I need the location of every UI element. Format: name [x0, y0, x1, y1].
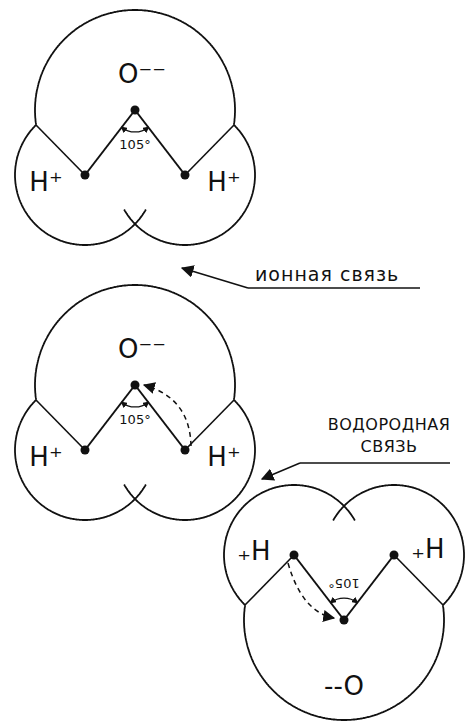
label-underline — [300, 462, 450, 464]
leader-arrow — [182, 268, 248, 288]
atom-symbol: ₊H — [237, 538, 270, 564]
division-lines — [36, 125, 443, 605]
leader-arrow — [262, 463, 300, 479]
atom-outline — [35, 285, 235, 485]
atom-sphere: H⁺ — [115, 380, 255, 520]
angle-arcs — [122, 127, 358, 602]
atom-sphere: ₊H — [324, 485, 464, 625]
atom-outline — [35, 10, 235, 210]
atom-symbol: O⁻⁻ — [118, 336, 166, 362]
atom-symbol: O⁻⁻ — [118, 61, 166, 87]
division-line — [36, 125, 85, 175]
atom-symbol: H⁺ — [207, 169, 240, 195]
atom-outline-path — [35, 10, 235, 125]
label-underline — [248, 287, 420, 289]
bond-label: ионная связь — [255, 262, 399, 288]
atom-sphere: O⁻⁻ — [35, 285, 235, 485]
atom-symbol: --O — [324, 673, 364, 699]
angle-label: 105° — [119, 411, 150, 429]
atom-sphere: H⁺ — [115, 105, 255, 245]
nucleus-dots — [81, 106, 399, 625]
atom-symbol: H⁺ — [29, 169, 62, 195]
atom-symbol: H⁺ — [207, 444, 240, 470]
atom-sphere: O⁻⁻ — [35, 10, 235, 210]
electron-shift-arrow — [144, 385, 191, 446]
division-line — [394, 555, 443, 605]
bond-label: ВОДОРОДНАЯ СВЯЗЬ — [322, 414, 456, 457]
electron-shift-arrow — [288, 563, 334, 618]
angle-arc — [331, 598, 358, 603]
angle-arc — [122, 127, 149, 132]
angle-label: 105° — [119, 136, 150, 154]
atom-outline-path — [35, 285, 235, 400]
division-line — [185, 125, 234, 175]
angle-arc — [122, 402, 149, 407]
atom-symbol: H⁺ — [29, 444, 62, 470]
atom-sphere: --O — [244, 520, 444, 720]
division-line — [36, 400, 85, 450]
atom-symbol: ₊H — [411, 536, 444, 562]
atom-outline-path — [244, 605, 444, 720]
division-line — [185, 400, 234, 450]
angle-label: 105° — [328, 574, 359, 592]
